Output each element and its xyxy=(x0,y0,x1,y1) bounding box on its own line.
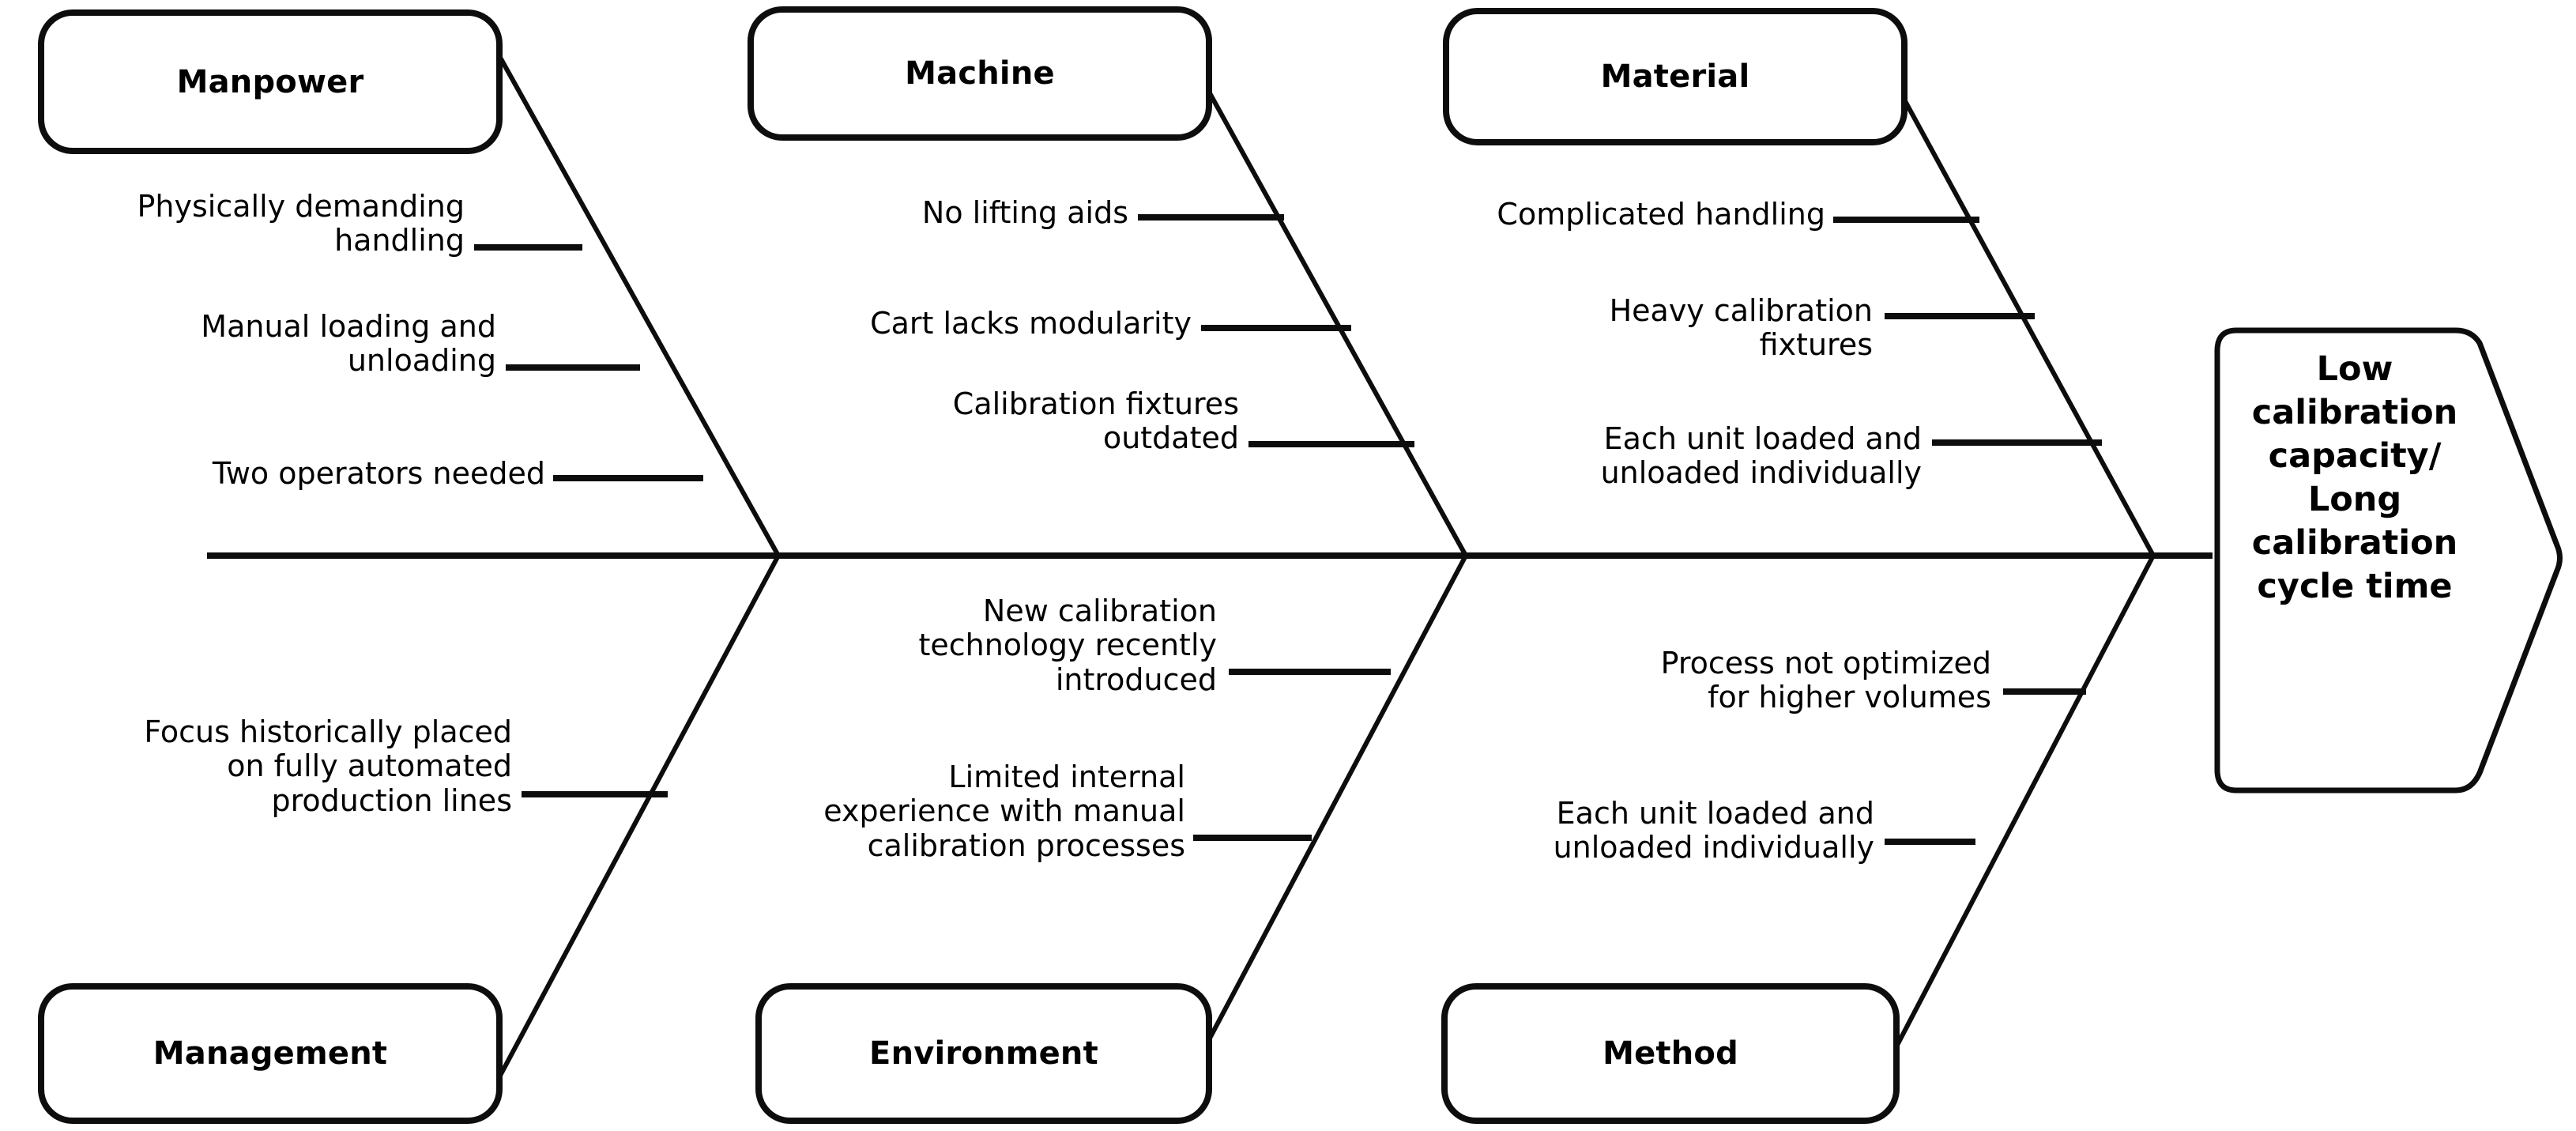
bone-material xyxy=(1874,47,2156,557)
cause-material-1: Complicated handling xyxy=(1497,197,1825,232)
category-box-environment[interactable] xyxy=(755,983,1212,1124)
cause-environment-1: New calibration technology recently intr… xyxy=(918,594,1217,697)
cause-manpower-3: Two operators needed xyxy=(212,456,545,491)
bone-manpower xyxy=(493,47,781,557)
bone-management xyxy=(493,554,781,1086)
category-box-machine[interactable] xyxy=(748,6,1212,141)
cause-material-2: Heavy calibration fixtures xyxy=(1609,293,1873,363)
category-label-machine: Machine xyxy=(905,55,1055,92)
cause-manpower-2: Manual loading and unloading xyxy=(201,309,496,379)
bone-machine xyxy=(1183,47,1468,557)
bone-environment xyxy=(1183,554,1468,1086)
cause-management-1: Focus historically placed on fully autom… xyxy=(144,714,512,818)
cause-manpower-1: Physically demanding handling xyxy=(137,189,465,258)
bone-method xyxy=(1874,554,2156,1086)
cause-machine-1: No lifting aids xyxy=(921,195,1128,230)
category-box-method[interactable] xyxy=(1441,983,1900,1124)
category-label-manpower: Manpower xyxy=(176,63,364,100)
cause-material-3: Each unit loaded and unloaded individual… xyxy=(1600,421,1922,491)
category-box-material[interactable] xyxy=(1443,8,1908,145)
cause-machine-3: Calibration fixtures outdated xyxy=(952,386,1239,456)
category-box-manpower[interactable] xyxy=(38,9,503,154)
effect-label: Low calibration capacity/ Long calibrati… xyxy=(2251,349,2458,607)
category-label-management: Management xyxy=(153,1035,388,1072)
cause-method-2: Each unit loaded and unloaded individual… xyxy=(1553,796,1874,865)
category-box-management[interactable] xyxy=(38,983,503,1124)
cause-machine-2: Cart lacks modularity xyxy=(870,306,1192,341)
category-label-method: Method xyxy=(1602,1035,1738,1072)
effect-box-shape[interactable] xyxy=(2214,327,2563,794)
cause-environment-2: Limited internal experience with manual … xyxy=(823,760,1185,863)
category-label-material: Material xyxy=(1600,58,1750,95)
cause-method-1: Process not optimized for higher volumes xyxy=(1660,646,1991,715)
category-label-environment: Environment xyxy=(869,1035,1098,1072)
